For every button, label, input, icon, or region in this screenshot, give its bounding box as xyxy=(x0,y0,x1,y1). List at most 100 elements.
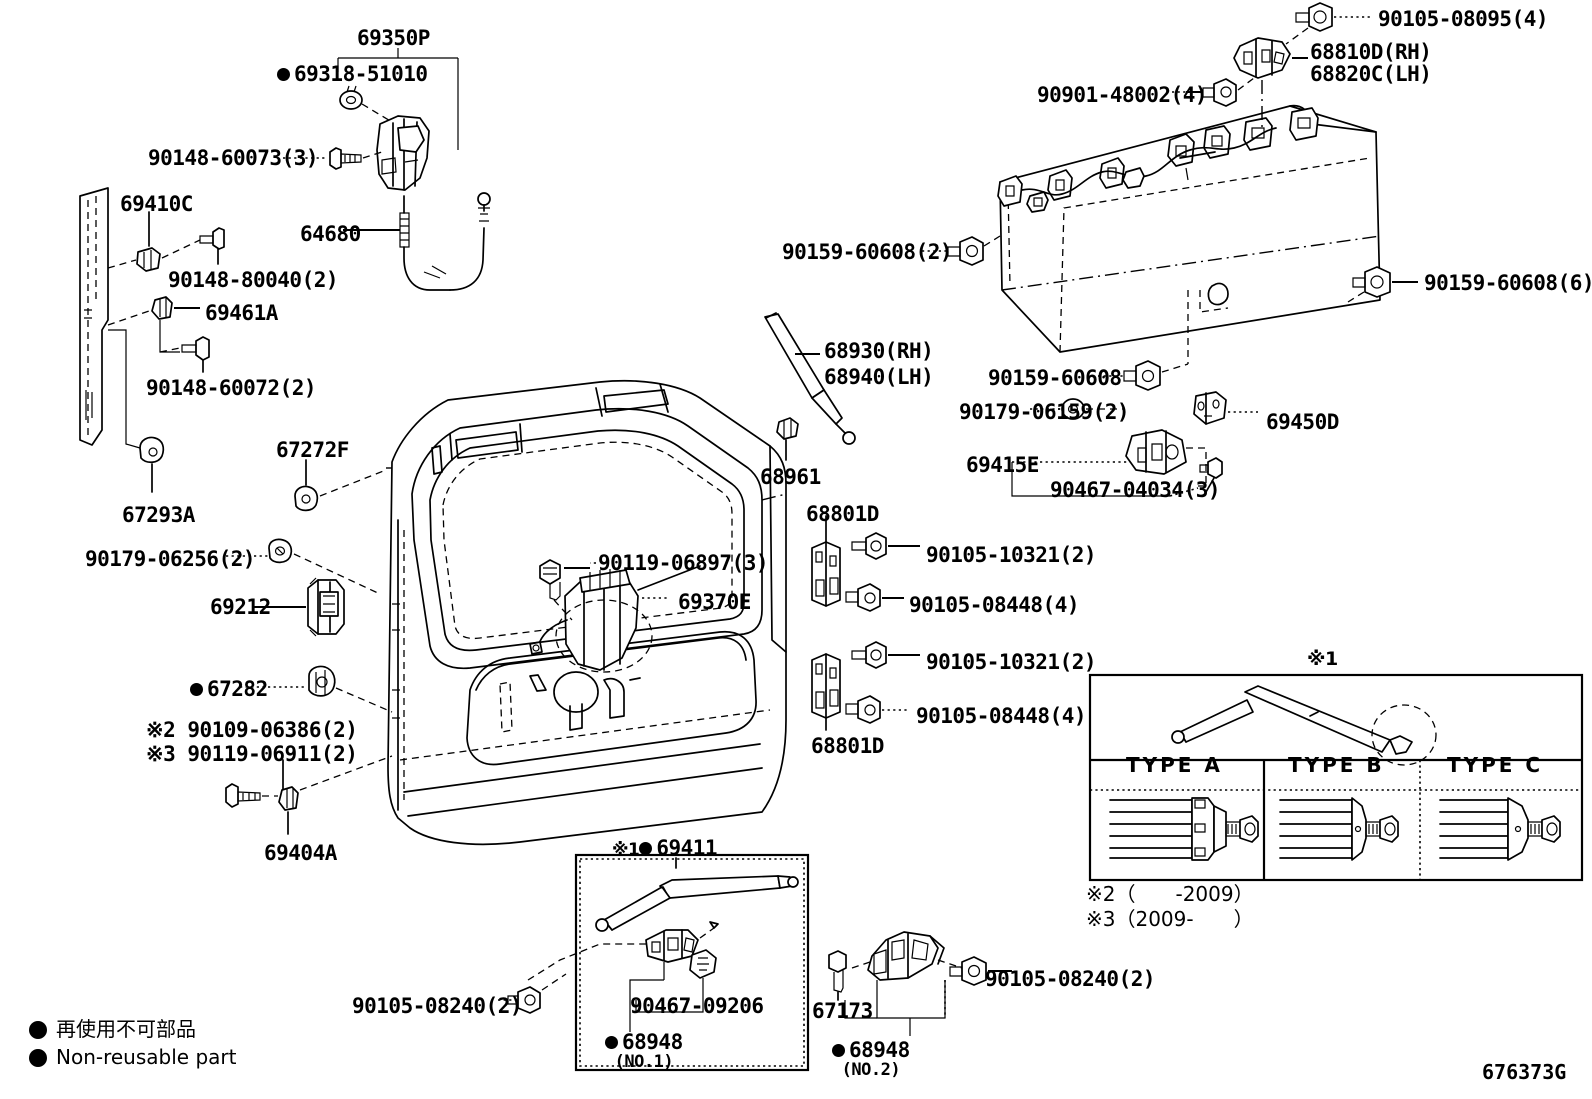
part-label-90148-600733: 90148-60073(3) xyxy=(148,146,319,170)
part-number-text: 68810D(RH) xyxy=(1310,40,1432,64)
part-69411-stay-box xyxy=(527,853,810,1072)
note-3-text: ※3（2009- ） xyxy=(1086,907,1254,931)
part-number-text: 67293A xyxy=(122,503,195,527)
legend-english-text: Non-reusable part xyxy=(56,1045,237,1069)
part-67173-hinge-group xyxy=(828,931,1012,1036)
part-number-text: 68820C(LH) xyxy=(1310,62,1432,86)
part-69350P-lock-assembly xyxy=(283,48,491,291)
part-number-text: 69318-51010 xyxy=(294,62,428,86)
part-number-text: 68948 xyxy=(622,1030,683,1054)
part-number-text: 69450D xyxy=(1266,410,1339,434)
part-number-text: 90467-04034(3) xyxy=(1050,478,1221,502)
part-number-suffix: (NO.2) xyxy=(841,1060,901,1080)
part-number-text: 69410C xyxy=(120,192,193,216)
part-90105-08240-left xyxy=(498,973,567,1014)
part-label-390119-069112: ※3 90119-06911(2) xyxy=(146,742,358,766)
part-number-text: 69415E xyxy=(966,453,1039,477)
part-69410C-pillar-garnish xyxy=(79,187,225,493)
part-number-text: 68930(RH) xyxy=(824,339,934,363)
part-number-text: 90148-80040(2) xyxy=(168,268,339,292)
part-label-69450D: 69450D xyxy=(1266,412,1339,433)
part-label-67293A: 67293A xyxy=(122,505,195,526)
part-number-text: 90105-10321(2) xyxy=(926,650,1097,674)
note-2-text: ※2（ -2009） xyxy=(1086,882,1254,906)
part-label-90105-080954: 90105-08095(4) xyxy=(1378,7,1549,31)
part-number-text: 90105-08448(4) xyxy=(909,593,1080,617)
part-number-text: 67173 xyxy=(812,999,873,1023)
part-number-text: 90105-08095(4) xyxy=(1378,7,1549,31)
part-number-text: 69350P xyxy=(357,26,430,50)
part-label-90105-084484: 90105-08448(4) xyxy=(916,704,1087,728)
part-label-69411: ※1 69411 xyxy=(612,836,718,860)
part-label-90159-606086: 90159-60608(6) xyxy=(1424,273,1592,294)
part-number-text: 90105-08448(4) xyxy=(916,704,1087,728)
part-69212-hinge xyxy=(226,538,381,637)
part-label-67272F: 67272F xyxy=(276,440,349,461)
part-number-text: 90179-06256(2) xyxy=(85,547,256,571)
part-69370E-handle xyxy=(529,562,701,673)
non-reusable-marker-icon xyxy=(639,842,653,855)
part-label-67173: 67173 xyxy=(812,1001,873,1022)
part-label-90179-062562: 90179-06256(2) xyxy=(85,547,256,571)
part-label-90105-082402: 90105-08240(2) xyxy=(985,969,1156,990)
part-label-68940LH: 68940(LH) xyxy=(824,367,934,388)
part-label-68948: 68948(NO.2) xyxy=(832,1040,910,1079)
part-number-text: 69212 xyxy=(210,595,271,619)
part-label-290109-063862: ※2 90109-06386(2) xyxy=(146,720,358,741)
part-label-68930RH: 68930(RH) xyxy=(824,339,934,363)
part-number-text: 90159-60608(2) xyxy=(782,240,953,264)
non-reusable-marker-icon xyxy=(605,1036,618,1049)
part-number-text: 90159-60608(6) xyxy=(1424,271,1592,295)
part-label-90119-068973: 90119-06897(3) xyxy=(598,551,769,575)
part-label-64680: 64680 xyxy=(300,224,361,245)
part-number-text: 68801D xyxy=(806,502,879,526)
label-note-marker: ※1 xyxy=(612,840,640,860)
part-label-67282: 67282 xyxy=(190,679,268,700)
part-number-text: 90467-09206 xyxy=(630,994,764,1018)
part-number-text: 90119-06897(3) xyxy=(598,551,769,575)
part-label-90159-606082: 90159-60608(2) xyxy=(782,240,953,264)
part-label-90105-084484: 90105-08448(4) xyxy=(909,593,1080,617)
part-number-text: ※3 90119-06911(2) xyxy=(146,742,358,766)
part-label-68801D: 68801D xyxy=(811,736,884,757)
part-label-90148-600722: 90148-60072(2) xyxy=(146,378,317,399)
part-label-68801D: 68801D xyxy=(806,504,879,525)
part-number-text: 68961 xyxy=(760,465,821,489)
part-number-text: 90105-10321(2) xyxy=(926,543,1097,567)
part-number-text: 67282 xyxy=(207,677,268,701)
type-b-header: TYPE B xyxy=(1288,753,1385,777)
part-label-68948: 68948(NO.1) xyxy=(605,1032,683,1071)
part-number-text: 68801D xyxy=(811,734,884,758)
part-label-90179-061592: 90179-06159(2) xyxy=(959,402,1130,423)
part-number-text: 67272F xyxy=(276,438,349,462)
part-number-text: 69411 xyxy=(656,836,718,860)
part-number-suffix: (NO.1) xyxy=(614,1052,674,1072)
part-number-text: 90105-08240(2) xyxy=(352,994,523,1018)
upper-back-door-panel xyxy=(922,2,1418,497)
part-label-69415E: 69415E xyxy=(966,455,1039,476)
inset-type-table xyxy=(1088,673,1584,882)
part-label-90467-09206: 90467-09206 xyxy=(630,996,764,1017)
part-number-text: 69461A xyxy=(205,301,278,325)
part-label-68961: 68961 xyxy=(760,467,821,488)
part-number-text: 69404A xyxy=(264,841,337,865)
part-number-text: 90148-60073(3) xyxy=(148,146,319,170)
part-label-69212: 69212 xyxy=(210,597,271,618)
part-label-68810DRH: 68810D(RH) xyxy=(1310,40,1432,64)
part-number-text: 64680 xyxy=(300,222,361,246)
part-label-69410C: 69410C xyxy=(120,194,193,215)
part-label-69461A: 69461A xyxy=(205,303,278,324)
part-label-90467-040343: 90467-04034(3) xyxy=(1050,478,1221,502)
part-68801D-hinges xyxy=(811,515,920,731)
part-69404A-clip xyxy=(225,755,393,835)
part-number-text: 68948 xyxy=(849,1038,910,1062)
note-1-marker: ※1 xyxy=(1307,648,1338,670)
part-label-90105-103212: 90105-10321(2) xyxy=(926,543,1097,567)
part-label-69350P: 69350P xyxy=(357,28,430,49)
part-label-90105-082402: 90105-08240(2) xyxy=(352,994,523,1018)
part-68930-back-door-stay xyxy=(764,312,856,461)
main-tailgate-panel xyxy=(386,379,787,846)
part-number-text: 69370E xyxy=(678,590,751,614)
non-reusable-marker-icon xyxy=(832,1044,845,1057)
